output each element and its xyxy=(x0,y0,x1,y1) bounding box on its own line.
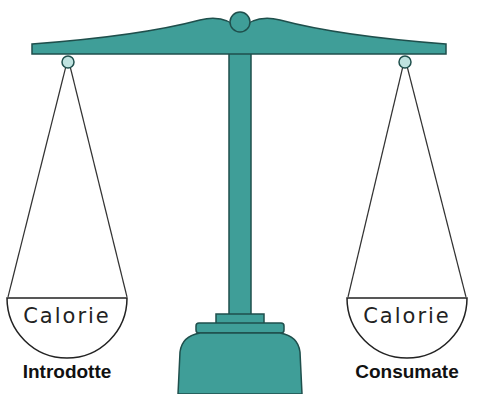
knob xyxy=(230,12,250,32)
string xyxy=(70,66,127,297)
string xyxy=(8,66,66,297)
base-step xyxy=(196,323,284,333)
pillar xyxy=(229,50,251,318)
hanger xyxy=(62,56,74,68)
pan-caption: Introdotte xyxy=(0,361,148,383)
string xyxy=(407,66,466,297)
pan-caption: Consumate xyxy=(326,361,478,383)
string xyxy=(348,66,403,297)
pan-label: Calorie xyxy=(346,297,468,328)
hanger xyxy=(399,56,411,68)
scale-pan: CalorieConsumate xyxy=(346,297,468,359)
scale-pan: CalorieIntrodotte xyxy=(6,297,128,359)
base xyxy=(178,333,302,394)
pan-label: Calorie xyxy=(6,297,128,328)
